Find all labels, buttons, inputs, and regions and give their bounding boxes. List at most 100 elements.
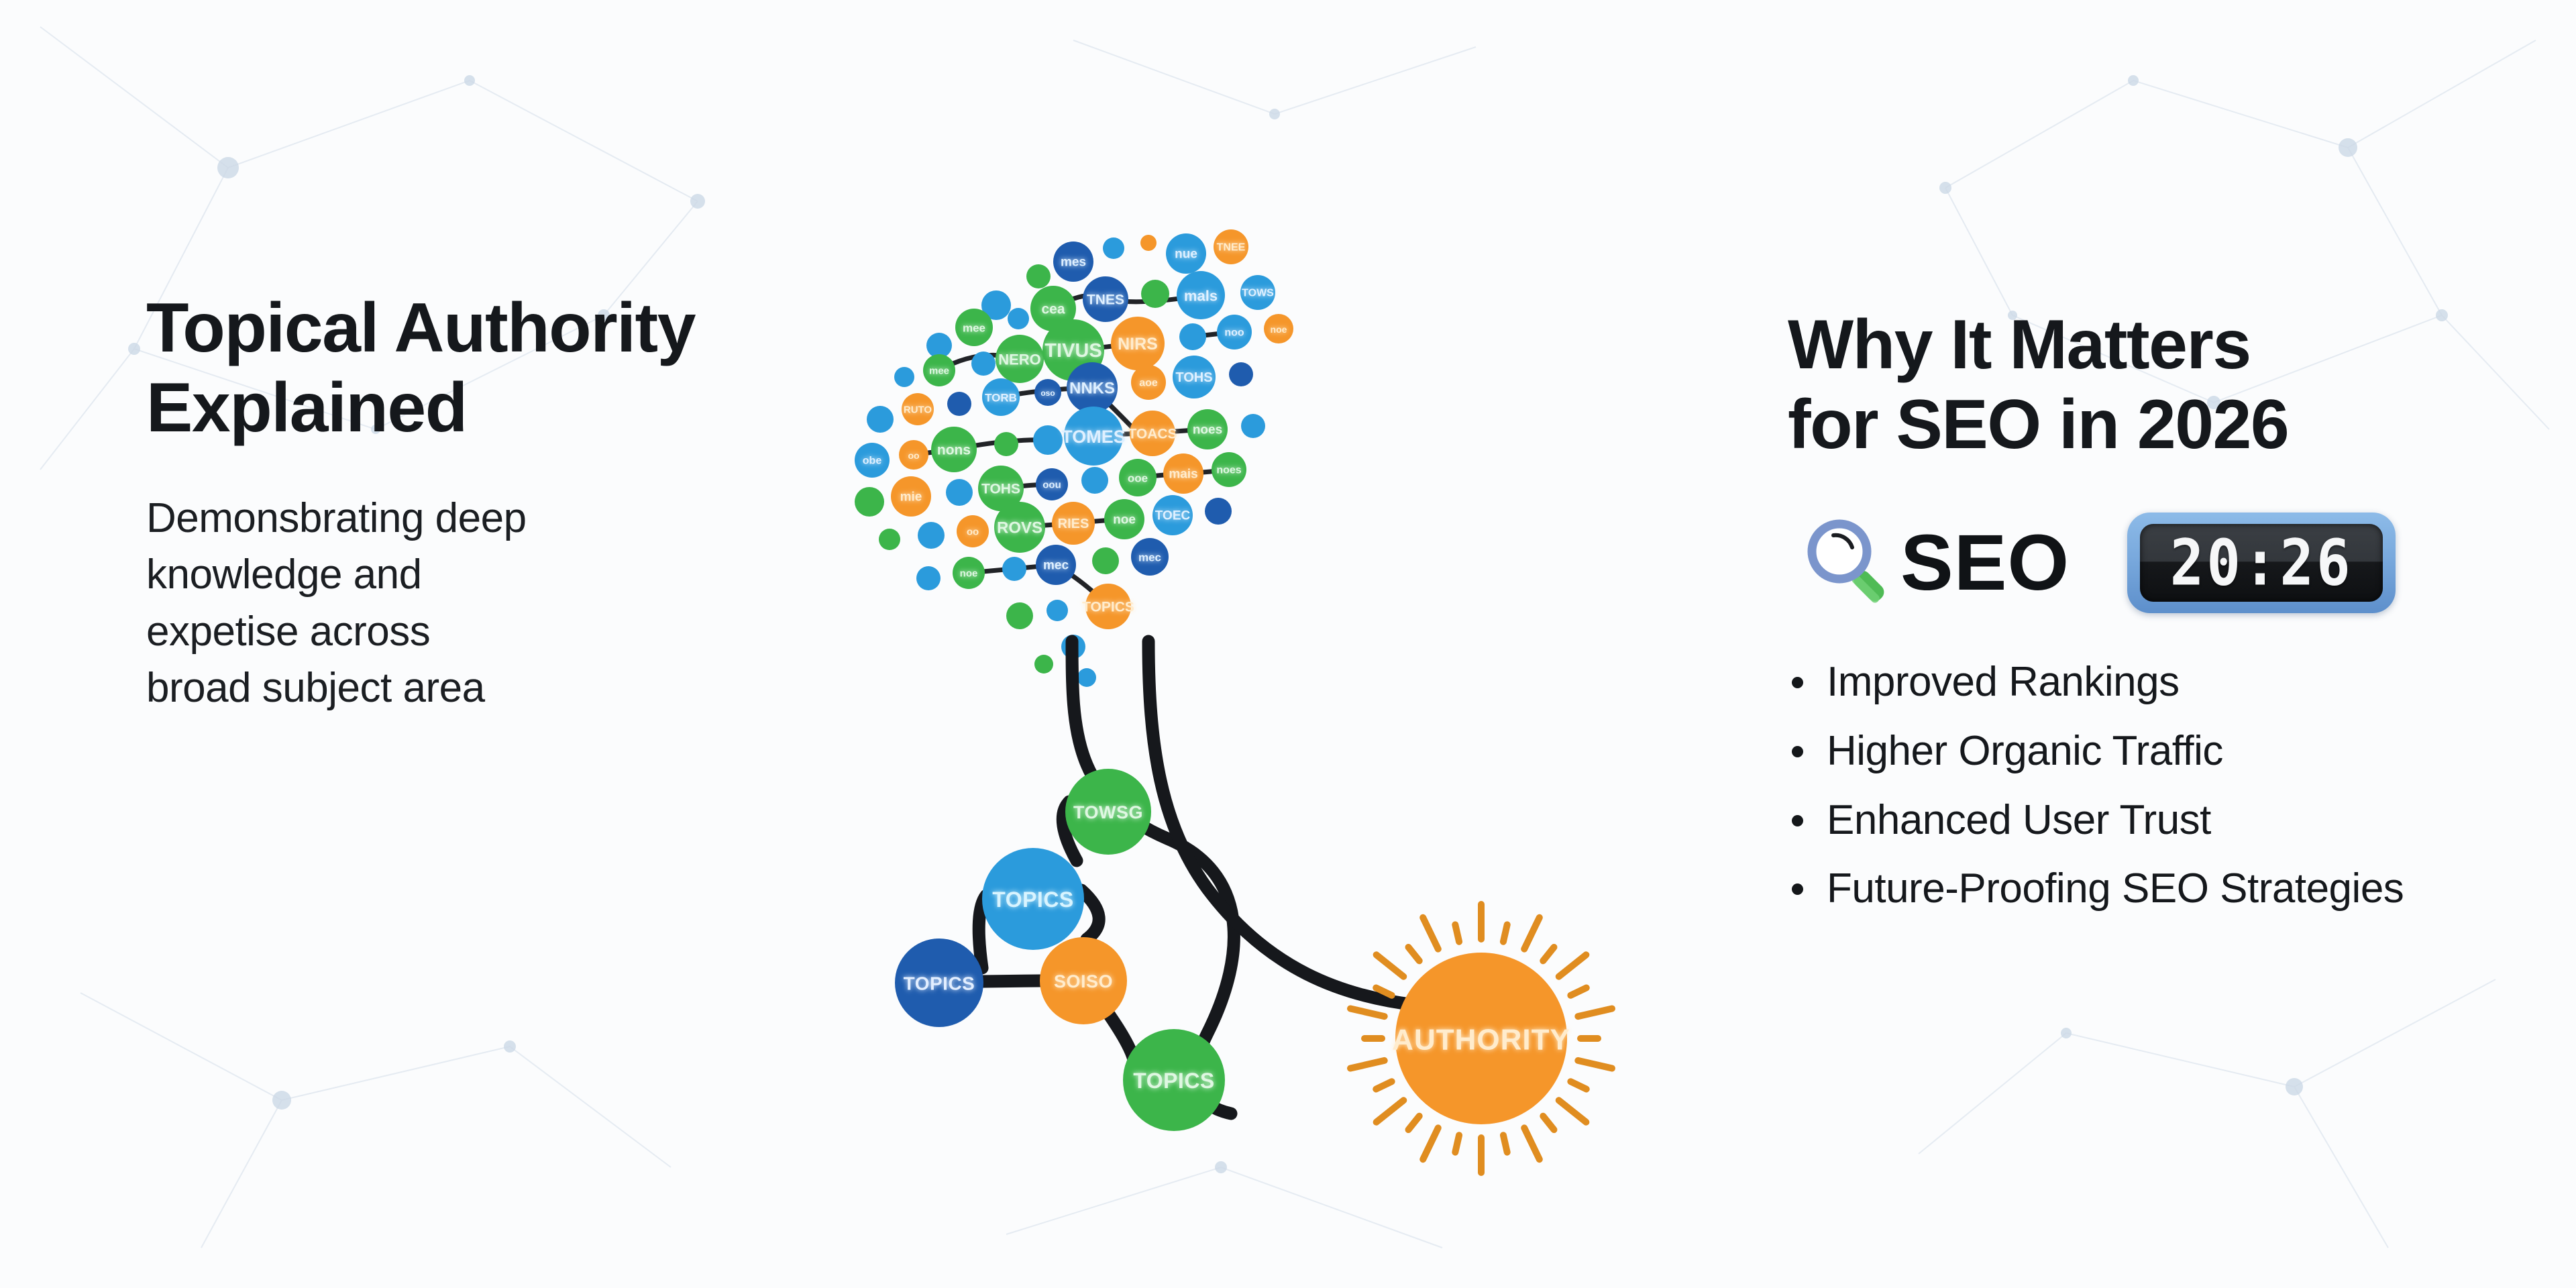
brain-bubble bbox=[1067, 362, 1118, 413]
authority-node-circle[interactable] bbox=[1395, 953, 1567, 1124]
brain-bubble bbox=[1229, 362, 1253, 386]
brain-bubble bbox=[918, 522, 945, 549]
right-text-block: Why It Matters for SEO in 2026 SEO bbox=[1788, 305, 2485, 932]
brain-bubble bbox=[916, 566, 941, 590]
bullet-dot-icon bbox=[1792, 814, 1803, 826]
brain-bubble bbox=[931, 427, 977, 472]
topic-node-label: TOPICS bbox=[992, 888, 1074, 912]
sun-ray bbox=[1373, 1097, 1407, 1126]
brain-bubble bbox=[1119, 459, 1157, 496]
brain-bubble bbox=[981, 290, 1011, 320]
brain-bubble bbox=[899, 440, 928, 470]
brain-bubble bbox=[1085, 584, 1131, 629]
bullet-dot-icon bbox=[1792, 745, 1803, 757]
brain-bubble bbox=[1264, 314, 1293, 343]
brain-bubble bbox=[971, 352, 996, 376]
topic-node-label: TOWSG bbox=[1073, 802, 1143, 822]
sun-ray bbox=[1405, 1112, 1423, 1134]
sun-ray bbox=[1373, 1078, 1395, 1093]
list-item: Enhanced User Trust bbox=[1788, 794, 2485, 847]
brain-bubble bbox=[1030, 286, 1076, 331]
brain-bubble-label: mec bbox=[1043, 559, 1069, 573]
brain-bubble bbox=[1053, 241, 1093, 282]
brain-bubble-label: oou bbox=[1042, 480, 1061, 491]
magnifying-glass-icon bbox=[1788, 513, 1888, 613]
sun-ray bbox=[1373, 984, 1395, 999]
brain-bubble bbox=[1140, 235, 1157, 251]
brain-bubble-label: ooe bbox=[1128, 472, 1148, 485]
bullet-dot-icon bbox=[1792, 883, 1803, 896]
brain-bubble bbox=[1131, 365, 1166, 400]
brain-bubble-label: mec bbox=[1138, 551, 1161, 564]
brain-bubble bbox=[1212, 452, 1246, 487]
sun-ray bbox=[1521, 1124, 1543, 1163]
brain-bubble-label: TIVUS bbox=[1044, 340, 1102, 362]
topic-node-label: SOISO bbox=[1054, 971, 1113, 991]
bullet-dot-icon bbox=[1792, 677, 1803, 689]
brain-bubble-label: nue bbox=[1175, 248, 1197, 262]
brain-bubble bbox=[1002, 557, 1026, 581]
brain-bubble-label: noe bbox=[1113, 513, 1136, 527]
brain-bubble bbox=[1008, 308, 1029, 329]
brain-bubble-label: oo bbox=[908, 450, 919, 461]
brain-bubble bbox=[1046, 600, 1068, 621]
brain-bubble bbox=[1130, 411, 1175, 456]
brain-bubble bbox=[891, 476, 931, 517]
brain-bubble-label: TOWS bbox=[1242, 288, 1274, 299]
brain-bubble bbox=[879, 529, 900, 550]
brain-bubble bbox=[1104, 499, 1144, 539]
sun-ray bbox=[1452, 921, 1463, 945]
brain-bubble bbox=[1177, 271, 1225, 319]
brain-bubble bbox=[926, 333, 952, 358]
brain-bubble bbox=[855, 487, 884, 517]
seo-logo-row: SEO 20:26 bbox=[1788, 506, 2485, 620]
topic-node-circle[interactable] bbox=[895, 938, 983, 1027]
brain-bubble-label: TOPICS bbox=[1082, 600, 1134, 615]
brain-bubble-label: TOHS bbox=[1175, 370, 1212, 385]
brain-bubble-label: RUTO bbox=[904, 405, 932, 416]
brain-bubble bbox=[1052, 502, 1095, 545]
brain-bubble bbox=[978, 466, 1024, 511]
brain-bubble bbox=[1036, 468, 1068, 500]
brain-bubble-label: TNEE bbox=[1217, 242, 1246, 254]
left-subtitle-line-2: knowledge and bbox=[146, 551, 422, 598]
list-item: Future-Proofing SEO Strategies bbox=[1788, 863, 2485, 916]
brain-bubble-label: nons bbox=[937, 443, 971, 458]
brain-bubble-label: TOACS bbox=[1128, 427, 1177, 442]
benefit-label: Enhanced User Trust bbox=[1827, 796, 2211, 843]
brain-bubble bbox=[955, 309, 993, 346]
sun-ray bbox=[1567, 1078, 1590, 1093]
sun-ray bbox=[1347, 1005, 1388, 1020]
sun-ray bbox=[1567, 984, 1590, 999]
brain-bubble bbox=[1077, 668, 1096, 687]
topic-node-circle[interactable] bbox=[1123, 1029, 1225, 1131]
topic-node-circle[interactable] bbox=[1040, 937, 1127, 1024]
topic-node-circle[interactable] bbox=[1065, 769, 1151, 855]
benefit-label: Improved Rankings bbox=[1827, 659, 2180, 706]
brain-bubble-label: NNKS bbox=[1069, 380, 1115, 398]
brain-bubble bbox=[946, 479, 973, 506]
brain-bubble bbox=[994, 432, 1018, 456]
topic-node-circle[interactable] bbox=[982, 848, 1084, 950]
brain-bubble bbox=[947, 392, 971, 416]
brain-bubble bbox=[1033, 425, 1063, 455]
clock-time-value: 20:26 bbox=[2169, 526, 2353, 600]
brain-bubble-label: mee bbox=[929, 366, 949, 377]
digital-clock-badge: 20:26 bbox=[2127, 513, 2396, 614]
left-subtitle-line-3: expetise across bbox=[146, 608, 431, 655]
brain-bubble-label: mes bbox=[1061, 256, 1086, 270]
brain-bubble bbox=[1131, 538, 1169, 576]
brain-bubble bbox=[894, 367, 914, 387]
brain-bubble bbox=[1081, 467, 1108, 494]
brain-bubble-label: noe bbox=[960, 568, 978, 580]
brain-bubble-label: TOHS bbox=[981, 482, 1020, 497]
clock-screen: 20:26 bbox=[2140, 524, 2383, 602]
sun-ray bbox=[1419, 914, 1442, 953]
brain-bubble bbox=[1205, 498, 1232, 525]
sun-ray bbox=[1555, 951, 1590, 980]
sun-ray bbox=[1540, 1112, 1558, 1134]
brain-bubble bbox=[1111, 317, 1165, 370]
left-text-block: Topical Authority Explained Demonsbratin… bbox=[146, 288, 830, 716]
